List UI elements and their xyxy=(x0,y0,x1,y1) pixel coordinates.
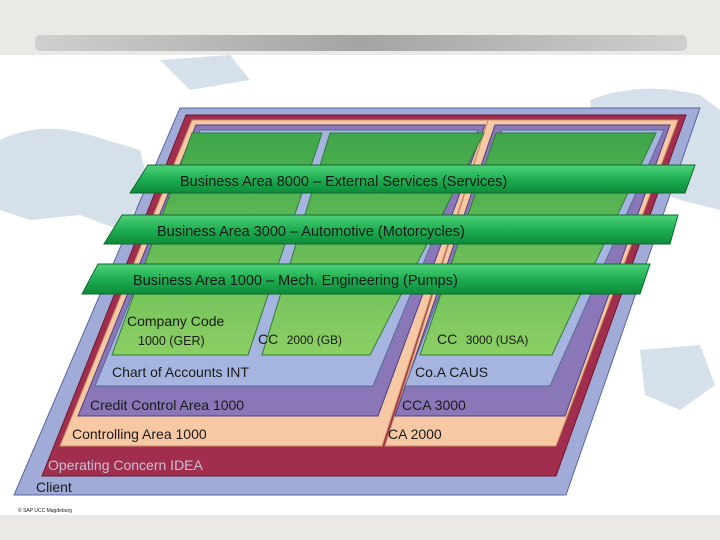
chart-of-accounts-caus-label: Co.A CAUS xyxy=(415,364,488,380)
business-area-1000-bar xyxy=(81,263,651,295)
operating-concern-label: Operating Concern IDEA xyxy=(48,457,204,473)
business-area-3000-label: Business Area 3000 – Automotive (Motorcy… xyxy=(157,224,465,240)
top-bar xyxy=(35,35,687,51)
cc2-prefix: CC xyxy=(258,331,278,347)
controlling-area-2000-label: CA 2000 xyxy=(388,426,442,442)
company-code-3000-label: CC 3000 (USA) xyxy=(437,331,528,348)
business-area-1000-label: Business Area 1000 – Mech. Engineering (… xyxy=(133,273,458,289)
client-label: Client xyxy=(36,479,72,495)
credit-control-area-1000-label: Credit Control Area 1000 xyxy=(90,397,244,413)
chart-of-accounts-int-label: Chart of Accounts INT xyxy=(112,364,249,380)
cc3-value: 3000 (USA) xyxy=(466,333,529,347)
cc3-prefix: CC xyxy=(437,331,457,347)
company-code-1000-value: 1000 (GER) xyxy=(138,334,205,348)
controlling-area-1000-label: Controlling Area 1000 xyxy=(72,426,207,442)
credit-control-area-3000-label: CCA 3000 xyxy=(402,397,466,413)
copyright-notice: © SAP UCC Magdeburg xyxy=(18,508,72,514)
business-area-8000-bar xyxy=(129,164,696,194)
business-area-3000-bar xyxy=(103,214,679,245)
cc2-value: 2000 (GB) xyxy=(287,333,342,347)
company-code-2000-label: CC 2000 (GB) xyxy=(258,331,342,348)
business-area-8000-label: Business Area 8000 – External Services (… xyxy=(180,174,507,190)
company-code-heading: Company Code xyxy=(127,313,224,329)
